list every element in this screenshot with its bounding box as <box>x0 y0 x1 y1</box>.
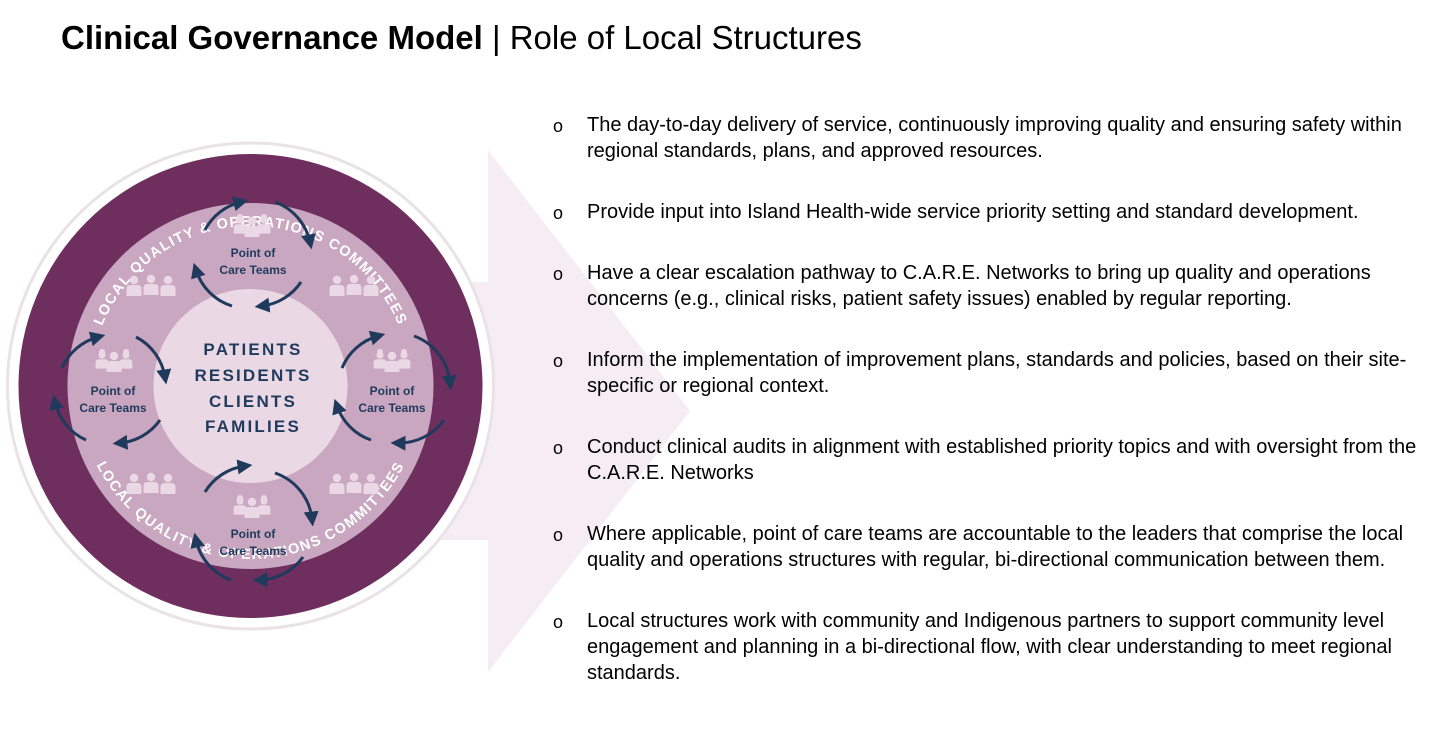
list-item: o Provide input into Island Health-wide s… <box>553 199 1448 225</box>
center-label-patients: PATIENTS <box>203 340 302 359</box>
point-of-care-team-top: Point of Care Teams <box>191 196 316 313</box>
bullet-marker: o <box>553 264 564 284</box>
cycle-arrow-icon <box>60 331 106 369</box>
bullet-marker: o <box>553 612 564 632</box>
cycle-arrow-icon <box>135 335 172 385</box>
list-item: o Inform the implementation of improvemen… <box>553 347 1448 399</box>
cycle-arrow-icon <box>191 262 233 308</box>
bullet-text: Provide input into Island Health-wide se… <box>587 201 1359 223</box>
title-subtitle: Role of Local Structures <box>509 19 862 56</box>
team-label-line1: Point of <box>231 527 277 541</box>
roles-bullet-list: o The day-to-day delivery of service, con… <box>553 112 1448 721</box>
cycle-arrow-icon <box>203 459 253 493</box>
bullet-marker: o <box>553 203 564 223</box>
bullet-marker: o <box>553 116 564 136</box>
cycle-arrow-icon <box>190 532 232 582</box>
people-group-icon <box>127 275 176 296</box>
center-label-residents: RESIDENTS <box>194 366 311 385</box>
patients-center-circle <box>153 289 348 483</box>
list-item: o Where applicable, point of care teams a… <box>553 521 1448 573</box>
title-main: Clinical Governance Model <box>61 19 483 56</box>
list-item: o The day-to-day delivery of service, con… <box>553 112 1448 164</box>
point-of-care-team-left: Point of Care Teams <box>49 331 172 450</box>
bullet-text: Conduct clinical audits in alignment wit… <box>587 436 1417 484</box>
team-label-line1: Point of <box>91 384 137 398</box>
cycle-arrow-icon <box>340 330 386 369</box>
cycle-arrow-icon <box>252 556 305 588</box>
cycle-arrow-icon <box>274 471 319 527</box>
bullet-marker: o <box>553 525 564 545</box>
page-title: Clinical Governance Model | Role of Loca… <box>61 16 862 60</box>
cycle-arrow-icon <box>112 419 162 450</box>
list-item: o Conduct clinical audits in alignment wi… <box>553 434 1448 486</box>
point-of-care-team-bottom: Point of Care Teams <box>190 459 319 588</box>
cycle-arrow-icon <box>390 419 446 451</box>
list-item: o Have a clear escalation pathway to C.A.… <box>553 260 1448 312</box>
governance-diagram: LOCAL QUALITY & OPERATIONS COMMITTEES LO… <box>6 141 495 631</box>
cycle-arrow-icon <box>332 398 372 442</box>
bullet-marker: o <box>553 438 564 458</box>
people-group-icon <box>330 275 379 296</box>
cycle-arrow-icon <box>203 196 249 231</box>
bullet-text: Have a clear escalation pathway to C.A.R… <box>587 262 1371 310</box>
cycle-arrow-icon <box>49 394 87 442</box>
bullet-text: Local structures work with community and… <box>587 610 1392 684</box>
bullet-marker: o <box>553 351 564 371</box>
bullet-text: Where applicable, point of care teams ar… <box>587 523 1404 571</box>
cycle-arrow-icon <box>413 334 457 391</box>
bullet-text: The day-to-day delivery of service, cont… <box>587 114 1402 162</box>
title-separator: | <box>482 19 510 56</box>
cycle-arrow-icon <box>274 200 316 250</box>
people-group-icon <box>330 473 379 494</box>
team-label-line2: Care Teams <box>219 544 286 558</box>
center-label-clients: CLIENTS <box>209 392 297 411</box>
center-label-families: FAMILIES <box>205 417 301 436</box>
background-arrow-shape <box>440 150 690 672</box>
point-of-care-team-right: Point of Care Teams <box>332 330 457 451</box>
team-label-line2: Care Teams <box>79 401 146 415</box>
list-item: o Local structures work with community an… <box>553 608 1448 686</box>
team-label-line1: Point of <box>231 246 277 260</box>
bullet-text: Inform the implementation of improvement… <box>587 349 1407 397</box>
team-label-line2: Care Teams <box>358 401 425 415</box>
team-label-line1: Point of <box>370 384 416 398</box>
team-label-line2: Care Teams <box>219 263 286 277</box>
cycle-arrow-icon <box>254 281 303 313</box>
people-group-icon <box>127 473 176 494</box>
